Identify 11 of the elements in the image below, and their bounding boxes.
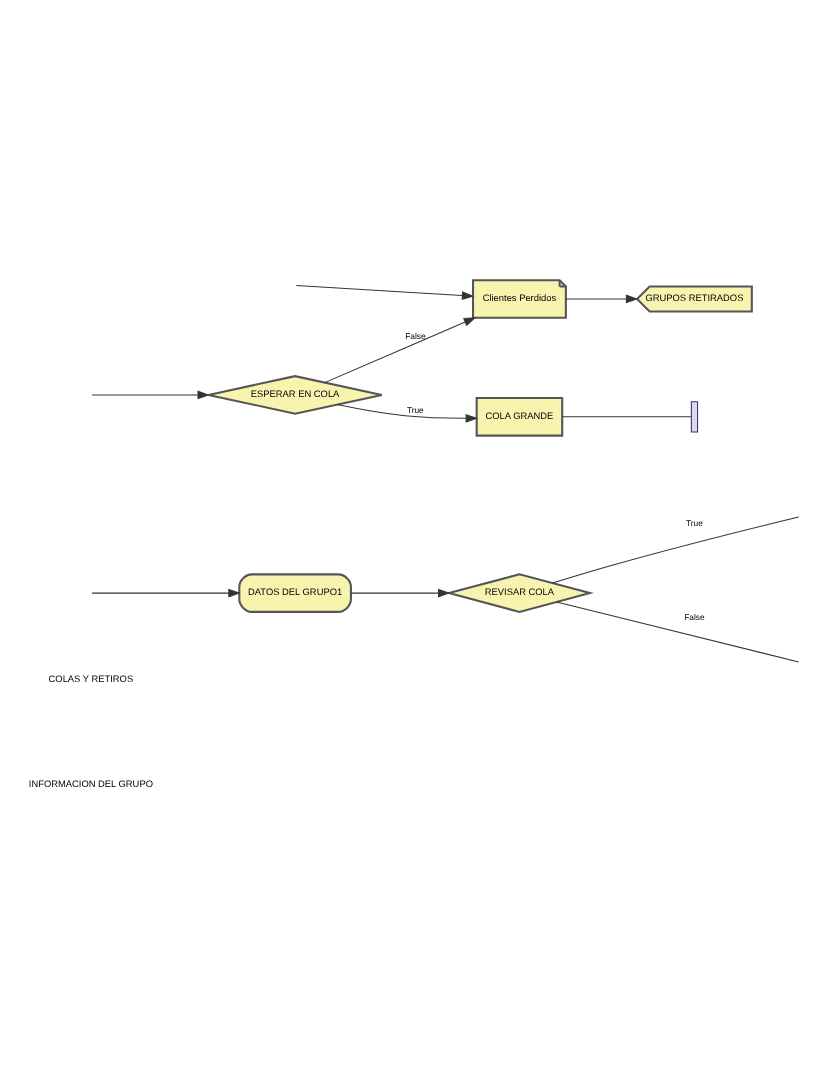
arrow	[565, 294, 639, 304]
arrow	[295, 284, 475, 300]
arrow	[324, 317, 477, 383]
connector	[561, 416, 692, 418]
arrow	[336, 404, 479, 423]
arrow	[91, 390, 210, 400]
node-bar	[690, 401, 699, 433]
arrow	[91, 588, 241, 598]
connector	[552, 516, 800, 584]
connector	[556, 601, 800, 663]
arrow	[350, 588, 451, 598]
